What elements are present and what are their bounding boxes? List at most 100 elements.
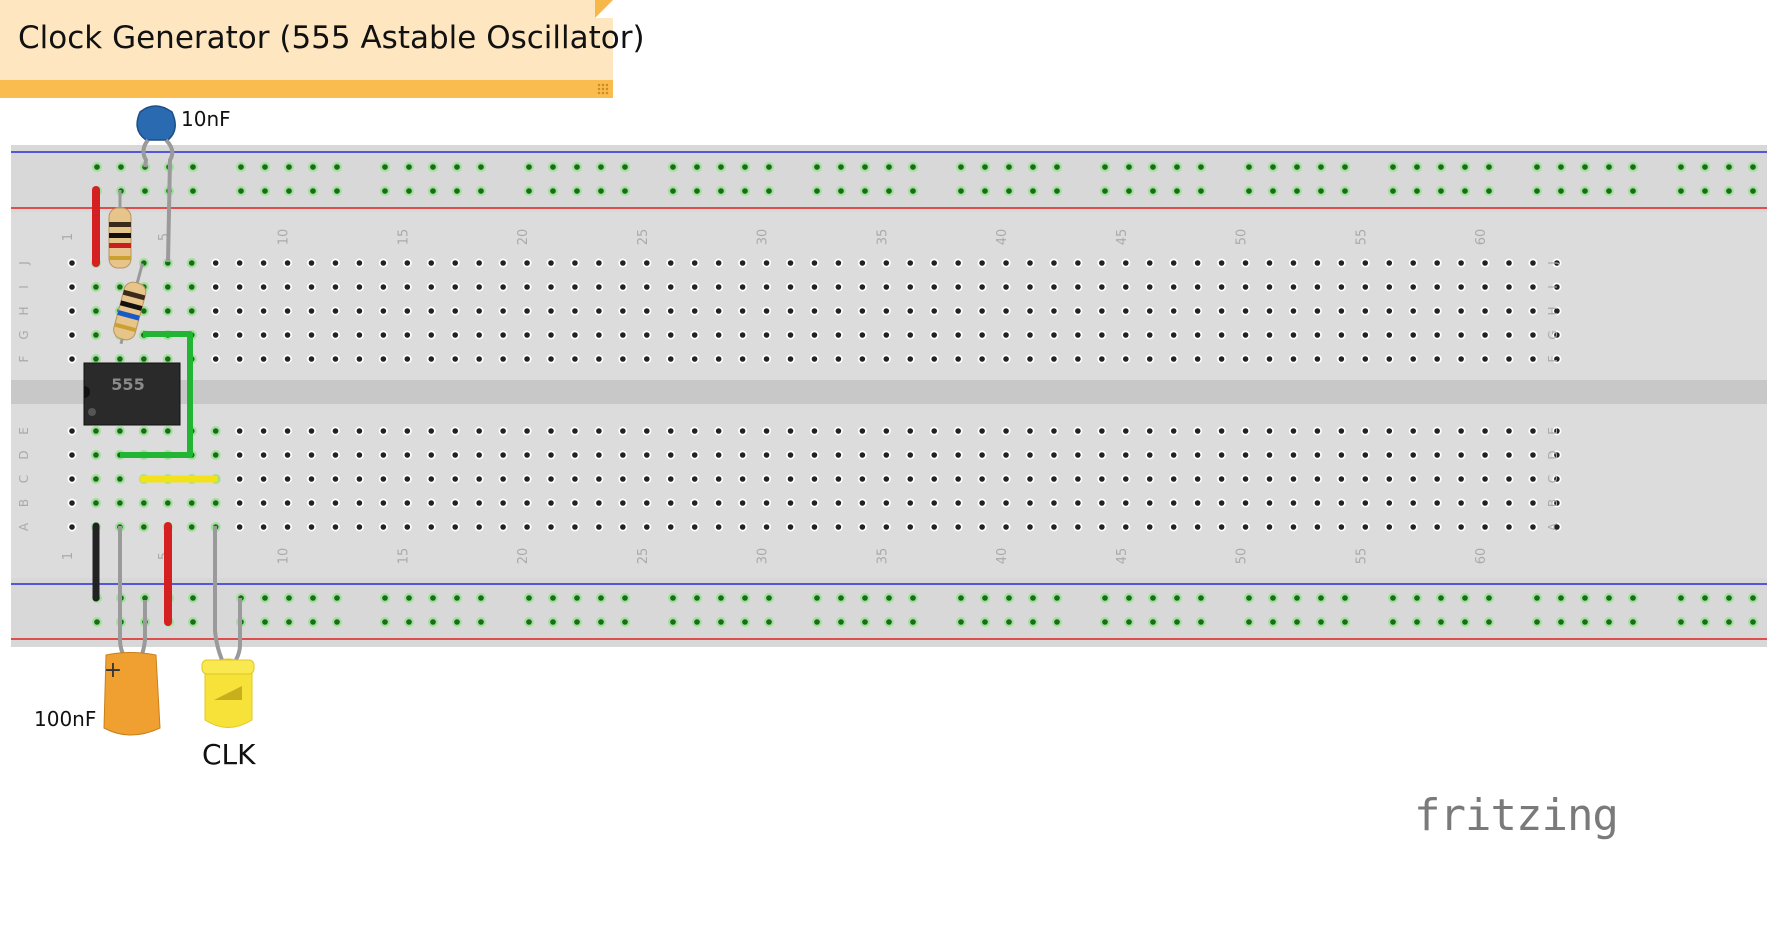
column-number: 55 xyxy=(1354,548,1369,565)
hole-contact xyxy=(1386,332,1393,338)
hole-contact xyxy=(1702,188,1708,194)
electrolytic-capacitor[interactable]: + xyxy=(103,526,161,736)
hole-contact xyxy=(883,356,890,362)
ceramic-capacitor[interactable] xyxy=(136,105,176,263)
hole-contact xyxy=(667,428,674,434)
hole-contact xyxy=(715,452,722,458)
resistor-2[interactable] xyxy=(110,261,153,347)
hole-contact xyxy=(1582,595,1588,601)
hole-contact xyxy=(1174,188,1180,194)
hole-contact xyxy=(1530,260,1536,266)
hole-contact xyxy=(1075,500,1081,506)
resistor-1[interactable] xyxy=(108,190,132,269)
hole-contact xyxy=(1030,595,1036,601)
hole-contact xyxy=(814,595,820,601)
hole-contact xyxy=(93,500,99,506)
hole-contact xyxy=(572,356,578,362)
hole-contact xyxy=(1123,500,1129,506)
title-note[interactable]: Clock Generator (555 Astable Oscillator) xyxy=(0,0,645,98)
hole-contact xyxy=(691,284,698,290)
hole-contact xyxy=(404,308,411,314)
hole-contact xyxy=(787,452,794,458)
hole-contact xyxy=(69,452,75,458)
hole-contact xyxy=(1242,476,1249,482)
hole-contact xyxy=(1558,188,1564,194)
hole-contact xyxy=(476,428,482,434)
hole-contact xyxy=(691,524,698,530)
hole-contact xyxy=(286,595,292,601)
hole-contact xyxy=(1051,308,1057,314)
ceramic-cap-label: 10nF xyxy=(181,107,231,131)
hole-contact xyxy=(500,260,506,266)
hole-contact xyxy=(1075,356,1081,362)
hole-contact xyxy=(262,619,268,625)
hole-contact xyxy=(260,284,267,290)
hole-contact xyxy=(476,332,482,338)
hole-contact xyxy=(1482,476,1488,482)
hole-contact xyxy=(380,260,387,266)
led-clk[interactable] xyxy=(201,526,255,728)
hole-contact xyxy=(574,595,580,601)
hole-contact xyxy=(739,476,746,482)
hole-contact xyxy=(380,524,387,530)
column-number-ticks: 1155101015152020252530303535404045455050… xyxy=(61,229,1489,565)
column-number: 45 xyxy=(1115,548,1130,565)
hole-contact xyxy=(814,164,820,170)
hole-contact xyxy=(428,524,435,530)
hole-contact xyxy=(1246,188,1252,194)
ic-555-chip[interactable]: 555 xyxy=(83,362,181,426)
green-wire[interactable] xyxy=(120,331,193,458)
hole-contact xyxy=(883,476,890,482)
hole-contact xyxy=(1075,428,1081,434)
hole-contact xyxy=(1146,452,1153,458)
hole-contact xyxy=(1386,284,1393,290)
hole-contact xyxy=(1218,524,1225,530)
hole-contact xyxy=(452,476,459,482)
hole-contact xyxy=(526,595,532,601)
hole-contact xyxy=(1003,332,1009,338)
hole-contact xyxy=(69,524,75,530)
hole-contact xyxy=(452,524,459,530)
hole-contact xyxy=(1554,308,1560,314)
hole-contact xyxy=(478,619,484,625)
resize-grip-icon[interactable] xyxy=(597,83,609,95)
hole-contact xyxy=(1146,332,1153,338)
hole-contact xyxy=(1075,284,1081,290)
hole-contact xyxy=(1099,332,1105,338)
hole-contact xyxy=(500,428,506,434)
hole-contact xyxy=(955,308,961,314)
hole-contact xyxy=(1318,619,1324,625)
hole-contact xyxy=(787,332,794,338)
hole-contact xyxy=(332,260,339,266)
hole-contact xyxy=(1174,619,1180,625)
hole-contact xyxy=(1486,188,1492,194)
hole-contact xyxy=(1338,452,1345,458)
hole-contact xyxy=(835,260,842,266)
hole-contact xyxy=(979,524,985,530)
hole-contact xyxy=(907,284,914,290)
hole-contact xyxy=(715,284,722,290)
hole-contact xyxy=(1438,619,1444,625)
hole-contact xyxy=(1170,428,1177,434)
hole-contact xyxy=(1506,284,1512,290)
hole-contact xyxy=(524,500,530,506)
hole-contact xyxy=(430,619,436,625)
hole-contact xyxy=(1003,452,1009,458)
hole-contact xyxy=(596,356,602,362)
hole-contact xyxy=(883,332,890,338)
hole-contact xyxy=(907,452,914,458)
hole-contact xyxy=(763,332,770,338)
hole-contact xyxy=(1051,500,1057,506)
hole-contact xyxy=(1054,595,1060,601)
hole-contact xyxy=(886,164,892,170)
hole-contact xyxy=(1678,164,1684,170)
hole-contact xyxy=(1218,332,1225,338)
hole-contact xyxy=(428,476,435,482)
hole-contact xyxy=(1051,332,1057,338)
hole-contact xyxy=(1506,356,1512,362)
hole-contact xyxy=(1194,476,1201,482)
hole-contact xyxy=(883,260,890,266)
hole-contact xyxy=(910,595,916,601)
hole-contact xyxy=(955,428,961,434)
